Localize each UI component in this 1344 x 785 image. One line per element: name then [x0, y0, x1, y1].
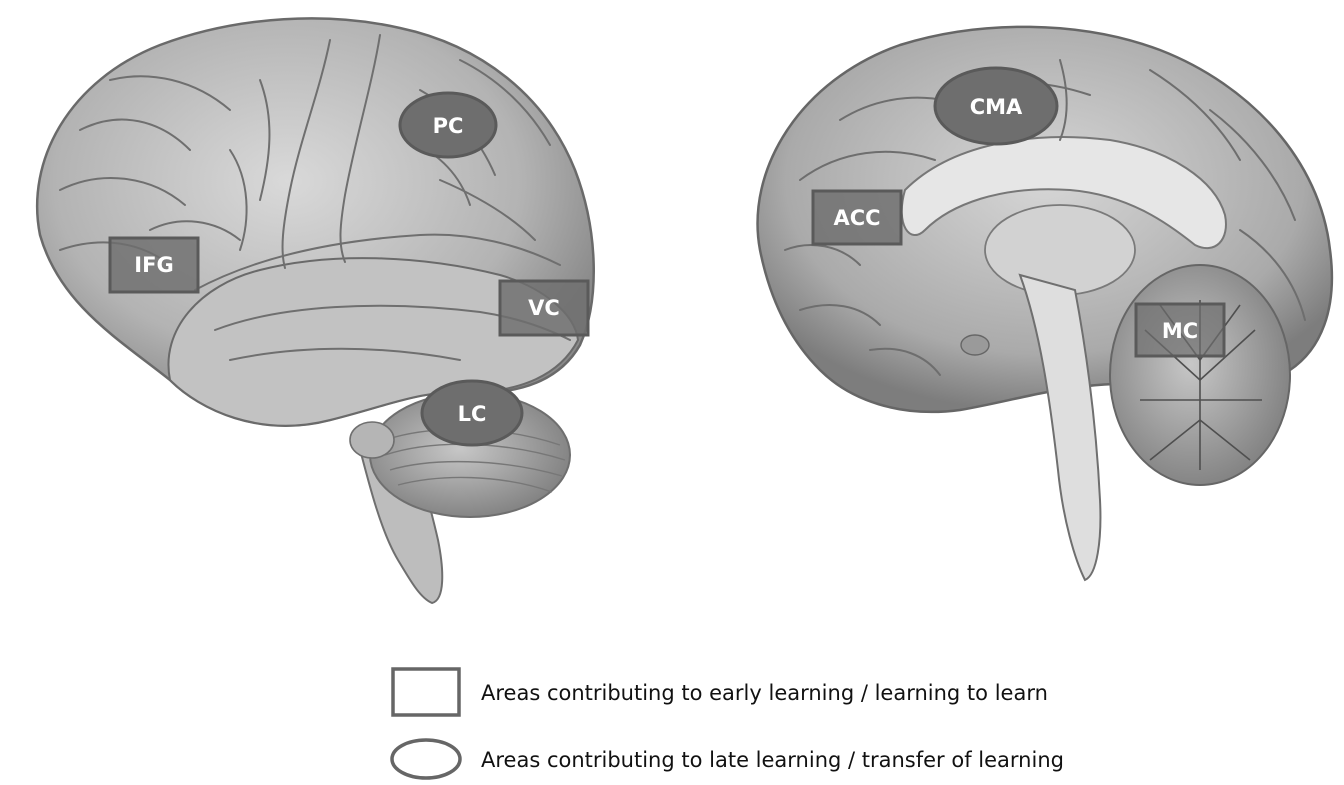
legend-rect-swatch	[393, 669, 459, 715]
region-acc[interactable]: ACC	[813, 191, 901, 244]
region-lc[interactable]: LC	[422, 381, 522, 445]
legend-ellipse-swatch	[392, 740, 460, 778]
legend-item-rect: Areas contributing to early learning / l…	[393, 669, 1048, 715]
region-vc-label: VC	[528, 296, 560, 320]
region-vc[interactable]: VC	[500, 281, 588, 335]
region-acc-label: ACC	[833, 206, 880, 230]
medial-thalamus	[985, 205, 1135, 295]
legend-rect-label: Areas contributing to early learning / l…	[481, 681, 1048, 705]
region-lc-label: LC	[458, 402, 487, 426]
region-pc-label: PC	[433, 114, 464, 138]
legend: Areas contributing to early learning / l…	[392, 669, 1064, 778]
region-mc[interactable]: MC	[1136, 304, 1224, 356]
medial-pituitary	[961, 335, 989, 355]
lateral-pons	[350, 422, 394, 458]
legend-ellipse-label: Areas contributing to late learning / tr…	[481, 748, 1064, 772]
region-ifg[interactable]: IFG	[110, 238, 198, 292]
region-cma-label: CMA	[970, 95, 1023, 119]
legend-item-ellipse: Areas contributing to late learning / tr…	[392, 740, 1064, 778]
region-mc-label: MC	[1162, 319, 1198, 343]
region-pc[interactable]: PC	[400, 93, 496, 157]
region-ifg-label: IFG	[134, 253, 173, 277]
region-cma[interactable]: CMA	[935, 68, 1057, 144]
